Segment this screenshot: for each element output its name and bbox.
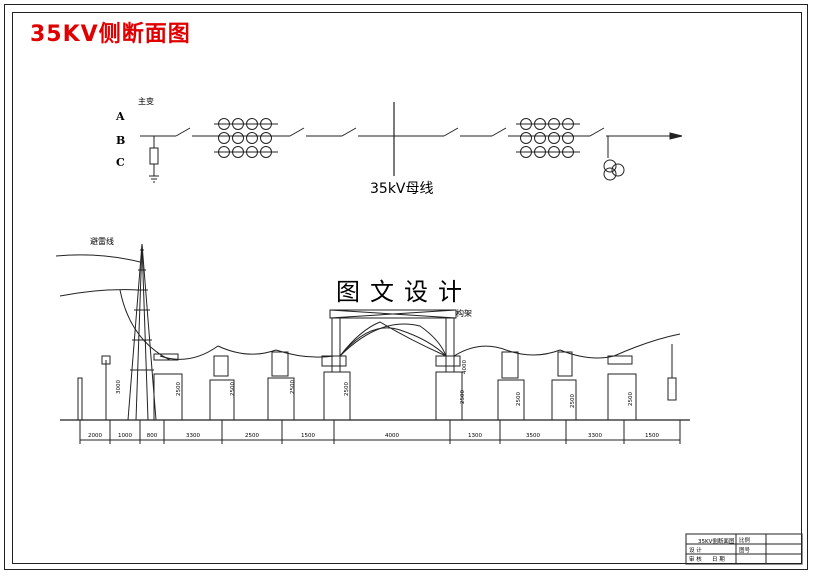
breaker-switch — [491, 127, 507, 137]
section-elevation — [55, 243, 690, 444]
dimension-label: 800 — [146, 433, 158, 439]
phase-b-label: B — [116, 134, 126, 147]
dimension-label: 1500 — [645, 433, 659, 439]
dimension-label: 3300 — [186, 433, 200, 439]
lightning-rod-tower — [127, 243, 157, 421]
height-label: 3000 — [116, 380, 122, 394]
breaker-switch — [289, 127, 305, 137]
title-block-row-label: 审 核 — [689, 557, 702, 563]
title-block-drawing-name: 35KV侧断面图 — [698, 539, 735, 545]
dimension-label: 2500 — [245, 433, 259, 439]
height-label: 2500 — [344, 382, 350, 396]
height-label: 4000 — [462, 360, 468, 374]
dimension-label: 1000 — [118, 433, 132, 439]
disconnect-switch — [175, 127, 191, 137]
title-block-scale-cell: 比例 — [739, 538, 751, 544]
dimension-label: 2000 — [88, 433, 102, 439]
disconnect-switch — [341, 127, 357, 137]
main-transformer-label: 主变 — [138, 97, 154, 106]
dimension-label: 1300 — [468, 433, 482, 439]
height-label: 2500 — [516, 392, 522, 406]
phase-c-label: C — [116, 156, 125, 169]
ct-group-right — [516, 118, 580, 158]
watermark-text: 图文设计 — [336, 278, 472, 306]
height-label: 2500 — [628, 392, 634, 406]
title-block-row-label: 设 计 — [689, 548, 702, 554]
pt-icon — [603, 159, 617, 173]
drawing-title: 35KV侧断面图 — [30, 22, 191, 47]
arrow-icon — [669, 132, 683, 140]
dimension-label: 4000 — [385, 433, 399, 439]
phase-a-label: A — [116, 110, 125, 123]
dimension-label: 3500 — [526, 433, 540, 439]
dimension-label: 1500 — [301, 433, 315, 439]
bus-label: 35kV母线 — [370, 181, 434, 197]
height-label: 2500 — [570, 394, 576, 408]
ct-group-left — [214, 118, 278, 158]
height-label: 2500 — [290, 380, 296, 394]
height-label: 2500 — [230, 382, 236, 396]
gantry-structure — [329, 309, 457, 372]
dimension-label: 3300 — [588, 433, 602, 439]
conductors — [159, 321, 681, 360]
title-block-row-label: 日 期 — [712, 557, 725, 563]
structure-label: 构架 — [456, 309, 472, 318]
height-label: 2500 — [176, 382, 182, 396]
arrester-icon — [149, 147, 159, 165]
title-block — [685, 533, 803, 565]
title-block-number-cell: 图号 — [739, 548, 751, 554]
disconnect-switch — [589, 127, 605, 137]
disconnect-switch — [443, 127, 459, 137]
drawing-inner-frame — [12, 12, 802, 564]
lightning-line-label: 避雷线 — [90, 237, 114, 246]
drawing-outer-frame — [4, 4, 808, 570]
height-label: 2500 — [460, 390, 466, 404]
single-line-diagram — [140, 102, 683, 183]
